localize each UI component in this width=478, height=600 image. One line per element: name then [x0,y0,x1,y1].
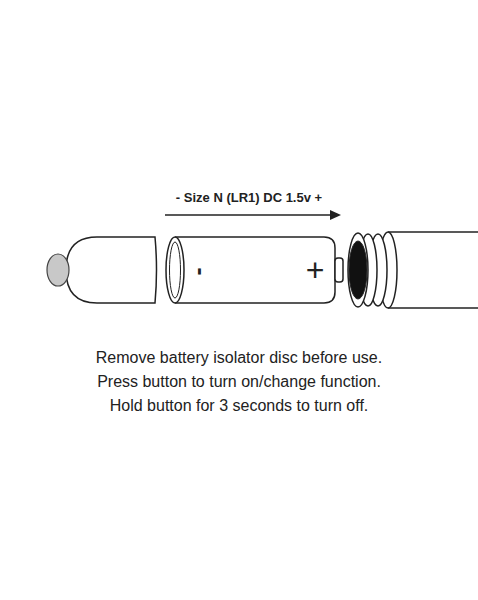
polarity-sign: - [187,267,216,275]
housing-opening [349,241,367,299]
thread-ring [348,233,368,307]
battery-size-label: - Size N (LR1) DC 1.5v + [176,190,322,206]
arrow-head [330,210,341,220]
instruction-text: Press button to turn on/change function. [97,372,381,391]
housing-top-edge [388,231,478,233]
battery-body [175,237,335,303]
arrow-line [165,214,332,216]
cap-body [66,237,157,303]
battery [166,237,343,303]
insert-arrow [165,210,341,220]
end-cap [47,237,157,303]
threaded-housing [348,232,478,308]
battery-negative-rim [170,242,181,298]
battery-positive-nub [335,258,343,282]
battery-negative-end [166,237,184,303]
polarity-sign: + [306,251,325,289]
housing-bottom-edge [388,307,478,309]
instruction-text: Remove battery isolator disc before use. [96,348,382,367]
cap-button [47,254,69,286]
instruction-text: Hold button for 3 seconds to turn off. [110,396,369,415]
